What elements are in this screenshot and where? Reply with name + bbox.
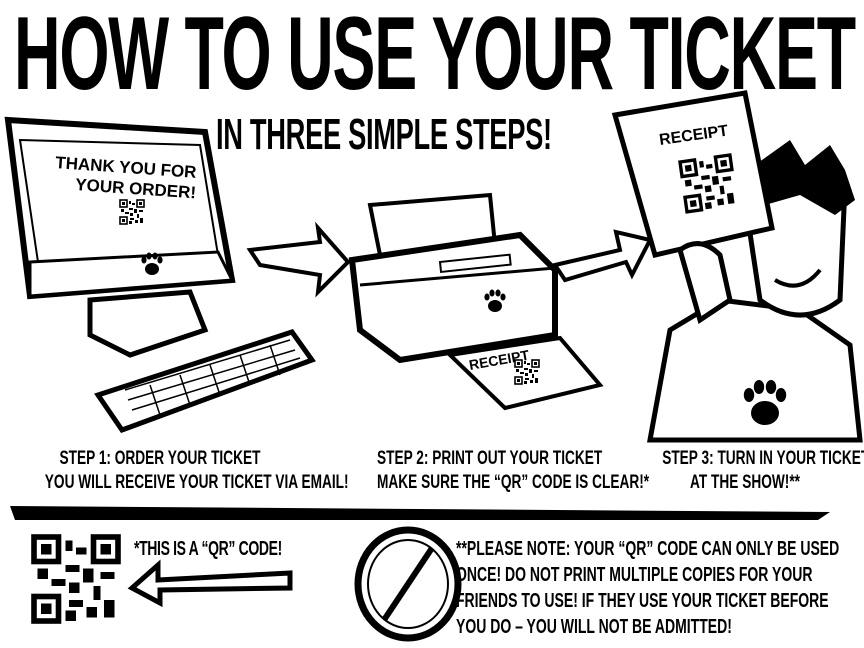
note-line: ONCE! DO NOT PRINT MULTIPLE COPIES FOR Y… (456, 564, 813, 586)
arrow-right-icon (551, 229, 653, 283)
arrow-right-icon (246, 221, 351, 298)
person-holding-receipt: RECEIPT (611, 90, 863, 443)
note-line: FRIENDS TO USE! IF THEY USE YOUR TICKET … (456, 590, 829, 612)
step-1-title: STEP 1: ORDER YOUR TICKET (59, 448, 261, 469)
keyboard (94, 329, 316, 434)
arrow-left-icon (127, 559, 293, 608)
step-2-detail: MAKE SURE THE “QR” CODE IS CLEAR!* (377, 472, 650, 493)
step-2: STEP 2: PRINT OUT YOUR TICKET MAKE SURE … (335, 447, 650, 495)
page-subtitle: IN THREE SIMPLE STEPS! (216, 110, 552, 159)
divider (10, 506, 830, 520)
qr-code-note: *THIS IS A “QR” CODE! (134, 538, 282, 560)
note-line: **PLEASE NOTE: YOUR “QR” CODE CAN ONLY B… (456, 538, 840, 560)
step-3-detail: AT THE SHOW!** (690, 472, 800, 493)
computer-monitor: THANK YOU FOR YOUR ORDER! (4, 116, 236, 358)
note-line: YOU DO – YOU WILL NOT BE ADMITTED! (456, 616, 732, 638)
printer: RECEIPT (348, 192, 604, 411)
step-1: STEP 1: ORDER YOUR TICKET YOU WILL RECEI… (0, 447, 349, 495)
step-3: STEP 3: TURN IN YOUR TICKET AT THE SHOW!… (630, 447, 864, 495)
qr-code-icon (34, 537, 118, 621)
prohibited-icon (354, 526, 462, 642)
step-2-title: STEP 2: PRINT OUT YOUR TICKET (377, 448, 603, 469)
page-title: HOW TO USE YOUR TICKET (14, 0, 856, 112)
please-note: **PLEASE NOTE: YOUR “QR” CODE CAN ONLY B… (456, 536, 864, 640)
step-3-title: STEP 3: TURN IN YOUR TICKET (662, 448, 864, 469)
step-1-detail: YOU WILL RECEIVE YOUR TICKET VIA EMAIL! (44, 472, 349, 493)
